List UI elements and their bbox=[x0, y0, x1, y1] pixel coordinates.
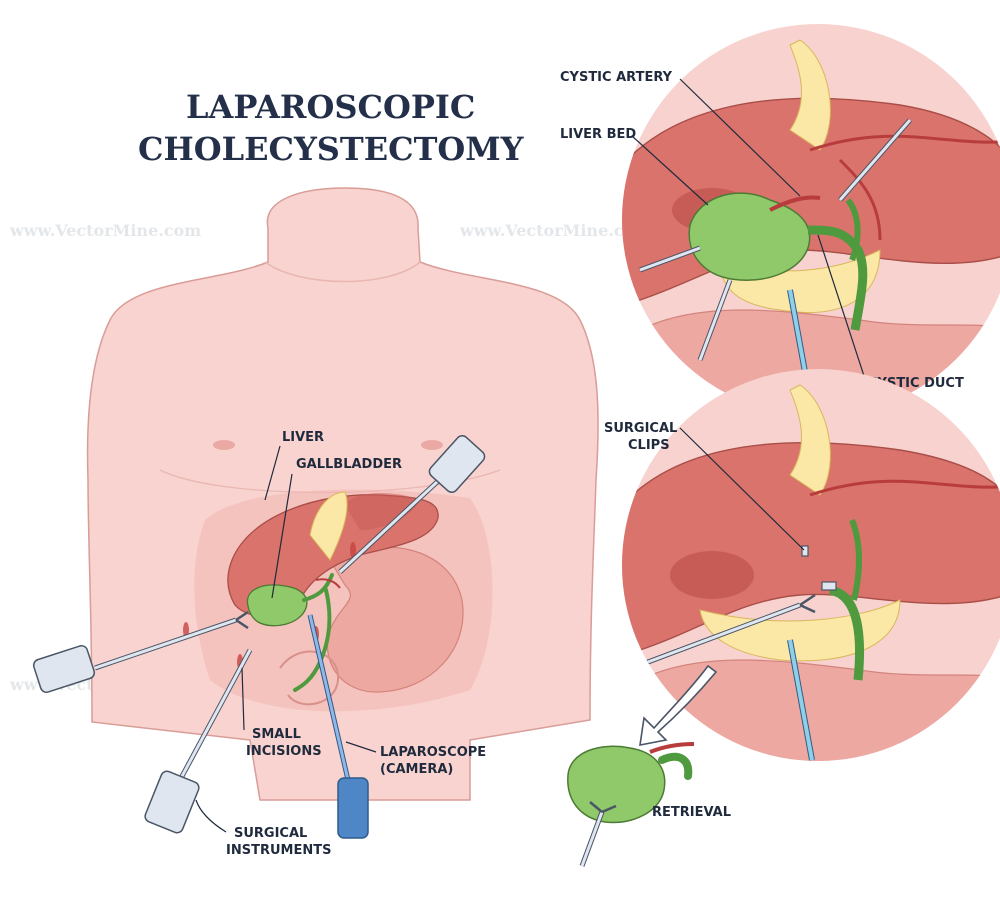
retrieval-arrow bbox=[639, 664, 718, 746]
surgical-instrument-top bbox=[338, 435, 486, 574]
title-line-1: LAPAROSCOPIC bbox=[186, 88, 475, 126]
watermark-text: www.VectorMine.com bbox=[459, 221, 651, 240]
leader-cystic-duct bbox=[817, 234, 867, 383]
leader-surgical-clips bbox=[679, 427, 805, 551]
label-retrieval: RETRIEVAL bbox=[652, 805, 731, 820]
label-surgical-clips-2: CLIPS bbox=[628, 438, 670, 453]
label-surgical-instruments-2: INSTRUMENTS bbox=[226, 843, 331, 858]
label-liver-bed: LIVER BED bbox=[560, 127, 636, 142]
label-laparoscope-1: LAPAROSCOPE bbox=[380, 745, 486, 760]
label-small-incisions-2: INCISIONS bbox=[246, 744, 322, 759]
retrieved-gallbladder bbox=[567, 742, 695, 867]
label-cystic-artery: CYSTIC ARTERY bbox=[560, 70, 673, 85]
leader-liver-bed bbox=[631, 135, 709, 206]
title-line-2: CHOLECYSTECTOMY bbox=[138, 130, 525, 168]
label-small-incisions-1: SMALL bbox=[252, 727, 301, 742]
leader-small-incisions bbox=[241, 667, 245, 731]
leader-gallbladder bbox=[271, 473, 293, 599]
detail-circle-top bbox=[622, 24, 1000, 416]
label-laparoscope-2: (CAMERA) bbox=[380, 762, 453, 777]
leader-surgical-instruments bbox=[195, 799, 227, 833]
label-surgical-instruments-1: SURGICAL bbox=[234, 826, 307, 841]
watermark-text: www.VectorMine.com bbox=[9, 221, 201, 240]
label-liver: LIVER bbox=[282, 430, 324, 445]
leader-liver bbox=[264, 445, 281, 501]
leader-laparoscope bbox=[345, 741, 377, 753]
surgical-instrument-bottom bbox=[144, 648, 253, 834]
torso-illustration bbox=[86, 187, 599, 801]
laparoscope-camera bbox=[307, 614, 369, 839]
label-surgical-clips-1: SURGICAL bbox=[604, 421, 677, 436]
label-gallbladder: GALLBLADDER bbox=[296, 457, 402, 472]
leader-cystic-artery bbox=[679, 78, 801, 197]
surgical-instrument-left bbox=[32, 610, 249, 694]
